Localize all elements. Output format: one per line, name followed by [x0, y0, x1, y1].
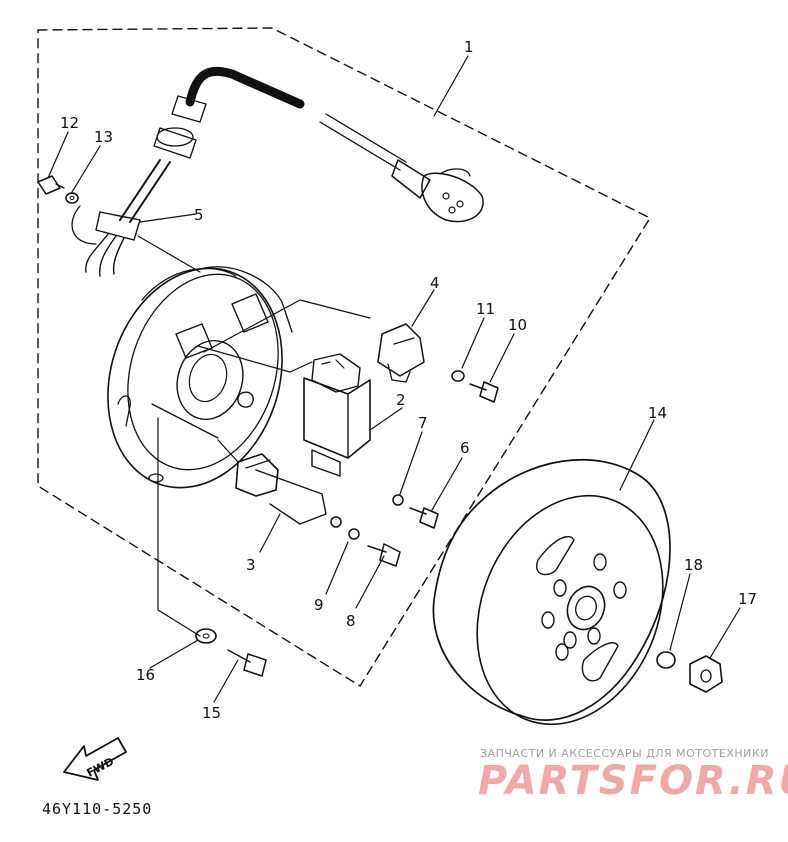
assembly-boundary — [37, 27, 651, 687]
washer-11 — [451, 370, 465, 382]
callout-8: 8 — [346, 612, 356, 630]
washer-16 — [195, 628, 217, 644]
washer-9 — [330, 516, 360, 540]
callout-17: 17 — [738, 590, 757, 608]
nut-17 — [689, 655, 723, 693]
callout-14: 14 — [648, 404, 667, 422]
washer-18 — [656, 651, 676, 669]
callout-9: 9 — [314, 596, 324, 614]
screw-10 — [469, 381, 499, 403]
callout-numbers: 1 2 3 4 5 6 7 8 9 10 11 12 13 14 15 16 1… — [60, 38, 757, 722]
pulser-coil-4 — [377, 323, 425, 383]
callout-16: 16 — [136, 666, 155, 684]
callout-2: 2 — [396, 391, 406, 409]
washer-7 — [392, 494, 404, 506]
callout-5: 5 — [194, 206, 204, 224]
callout-leaders — [47, 55, 741, 703]
callout-12: 12 — [60, 114, 79, 132]
screw-12 — [37, 175, 65, 195]
flywheel-rotor-14 — [432, 459, 671, 726]
callout-3: 3 — [246, 556, 256, 574]
screw-6 — [409, 507, 439, 529]
fwd-label: FWD — [85, 755, 117, 780]
charge-coil-3 — [217, 439, 327, 525]
watermark-brand: PARTSFOR.RU — [478, 758, 788, 804]
watermark-subtitle: ЗАПЧАСТИ И АКСЕССУАРЫ ДЛЯ МОТОТЕХНИКИ — [480, 747, 769, 760]
cdi-unit-2 — [303, 353, 371, 477]
washer-13 — [65, 192, 79, 204]
callout-18: 18 — [684, 556, 703, 574]
callout-10: 10 — [508, 316, 527, 334]
callout-4: 4 — [430, 274, 440, 292]
stator-plate — [107, 266, 293, 489]
drawing-code: 46Y110-5250 — [42, 800, 153, 818]
screw-15 — [227, 649, 267, 677]
screw-8 — [367, 543, 401, 567]
wire-harness — [71, 66, 484, 277]
fwd-arrow: FWD — [63, 737, 127, 781]
callout-7: 7 — [418, 414, 428, 432]
callout-13: 13 — [94, 128, 113, 146]
callout-6: 6 — [460, 439, 470, 457]
callout-15: 15 — [202, 704, 221, 722]
callout-11: 11 — [476, 300, 495, 318]
callout-1: 1 — [464, 38, 474, 56]
